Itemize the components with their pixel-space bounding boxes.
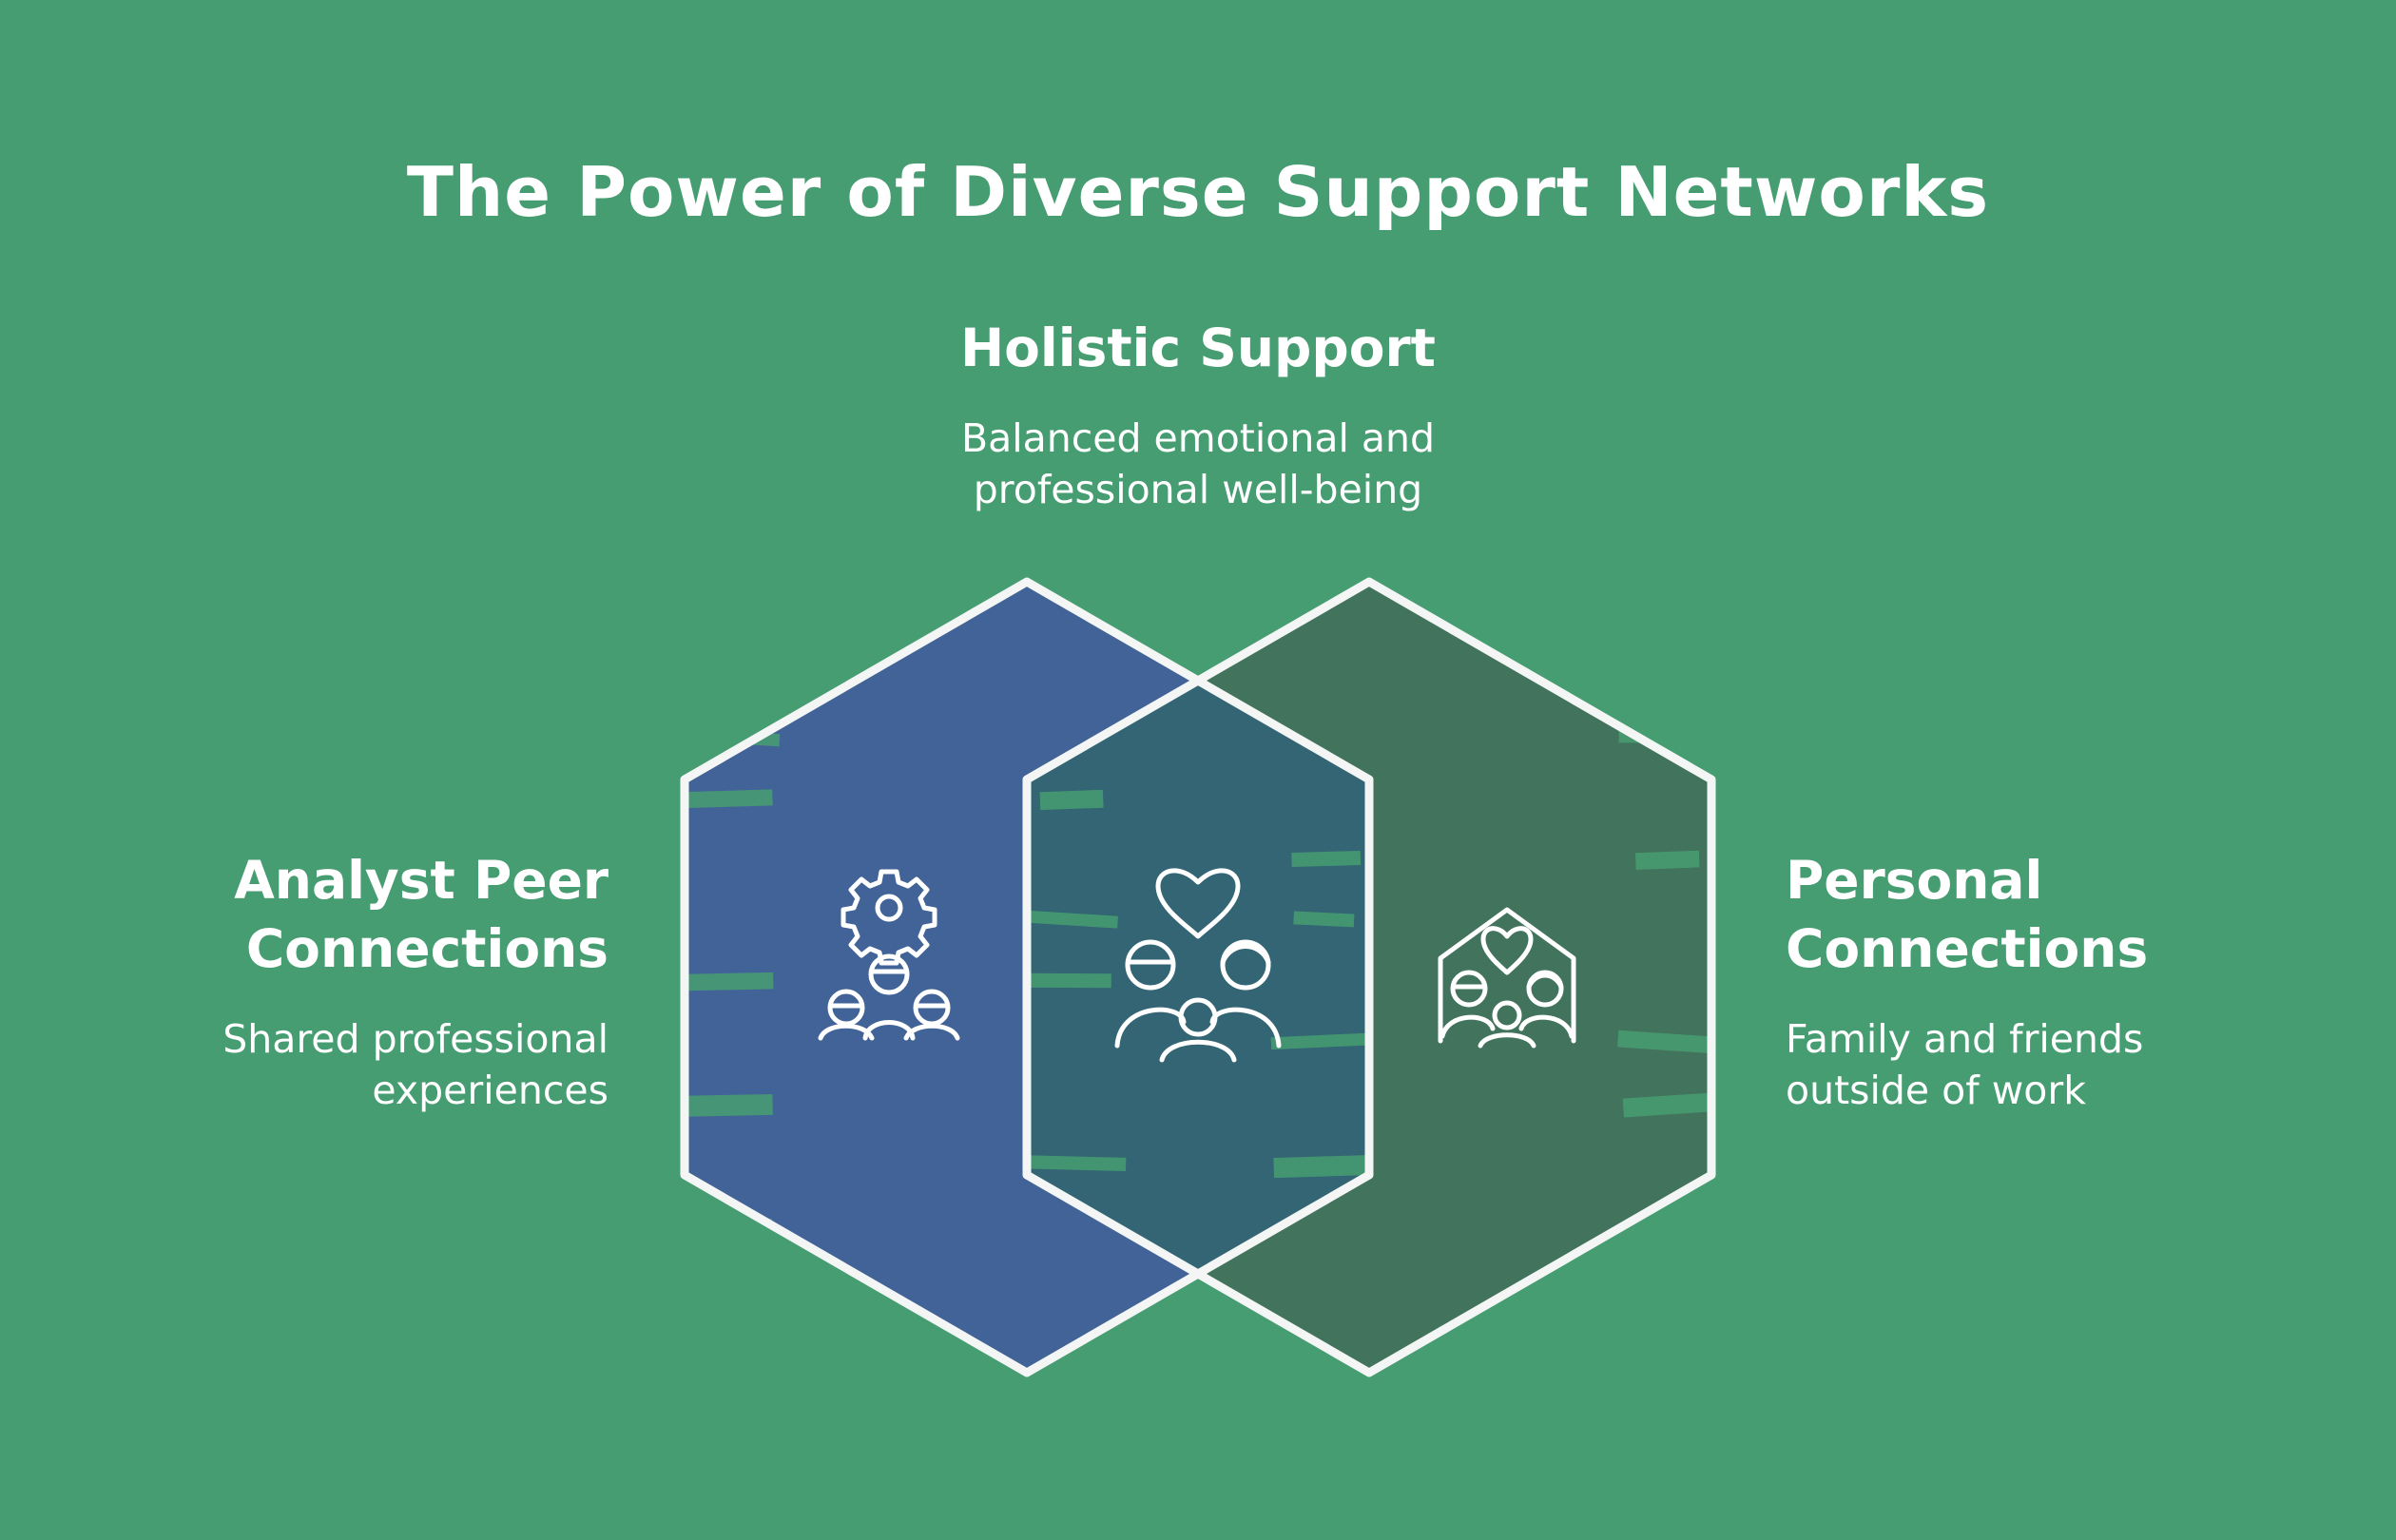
texture-stripe xyxy=(1273,1153,1369,1179)
holistic-support-desc-line-1: Balanced emotional and xyxy=(960,415,1436,461)
personal-connections-desc-line-2: outside of work xyxy=(1786,1068,2086,1113)
texture-stripe xyxy=(1291,850,1362,868)
holistic-support-desc-line-2: professional well-being xyxy=(973,467,1423,512)
texture-stripe xyxy=(685,668,790,684)
personal-connections-desc-line-1: Family and friends xyxy=(1786,1016,2144,1062)
analyst-peer-label: Analyst Peer Connections Shared professi… xyxy=(133,846,609,1116)
analyst-peer-hexagon-outline xyxy=(680,577,1374,1377)
house-heart-family-icon xyxy=(1438,907,1576,1049)
texture-stripe xyxy=(1270,1030,1369,1050)
holistic-support-title: Holistic Support xyxy=(960,318,1436,378)
holistic-support-description: Balanced emotional and professional well… xyxy=(818,413,1578,515)
texture-stripe xyxy=(1027,909,1118,929)
analyst-peer-description: Shared professional experiences xyxy=(133,1013,609,1116)
personal-connections-label: Personal Connections Family and friends … xyxy=(1786,846,2261,1116)
gear-people-icon xyxy=(818,869,960,1041)
texture-stripe xyxy=(1027,1154,1127,1171)
analyst-peer-title: Analyst Peer Connections xyxy=(133,846,609,983)
personal-connections-title: Personal Connections xyxy=(1786,846,2261,983)
page-title: The Power of Diverse Support Networks xyxy=(406,152,1990,232)
texture-stripe xyxy=(1622,1091,1711,1118)
personal-connections-hexagon-outline xyxy=(1022,577,1716,1377)
texture-stripe xyxy=(685,789,773,809)
texture-stripe xyxy=(1027,972,1111,989)
texture-stripe xyxy=(685,1275,773,1294)
texture-stripe xyxy=(685,1336,783,1355)
analyst-peer-title-line-2: Connections xyxy=(245,918,609,979)
heart-family-icon xyxy=(1114,868,1282,1063)
analyst-peer-desc-line-1: Shared professional xyxy=(222,1016,609,1062)
holistic-support-overlap xyxy=(1027,582,1369,1373)
texture-stripe xyxy=(1636,1338,1696,1352)
personal-connections-title-line-1: Personal xyxy=(1786,850,2043,911)
texture-stripe xyxy=(1634,850,1700,870)
holistic-support-label: Holistic Support Balanced emotional and … xyxy=(818,314,1578,515)
texture-stripe xyxy=(1293,911,1355,928)
analyst-peer-desc-line-2: experiences xyxy=(372,1068,609,1113)
texture-stripe xyxy=(1039,789,1104,811)
personal-connections-description: Family and friends outside of work xyxy=(1786,1013,2261,1116)
personal-connections-title-line-2: Connections xyxy=(1786,918,2149,979)
texture-stripe xyxy=(685,972,774,991)
texture-stripe xyxy=(685,1093,773,1118)
analyst-peer-title-line-1: Analyst Peer xyxy=(234,850,609,911)
